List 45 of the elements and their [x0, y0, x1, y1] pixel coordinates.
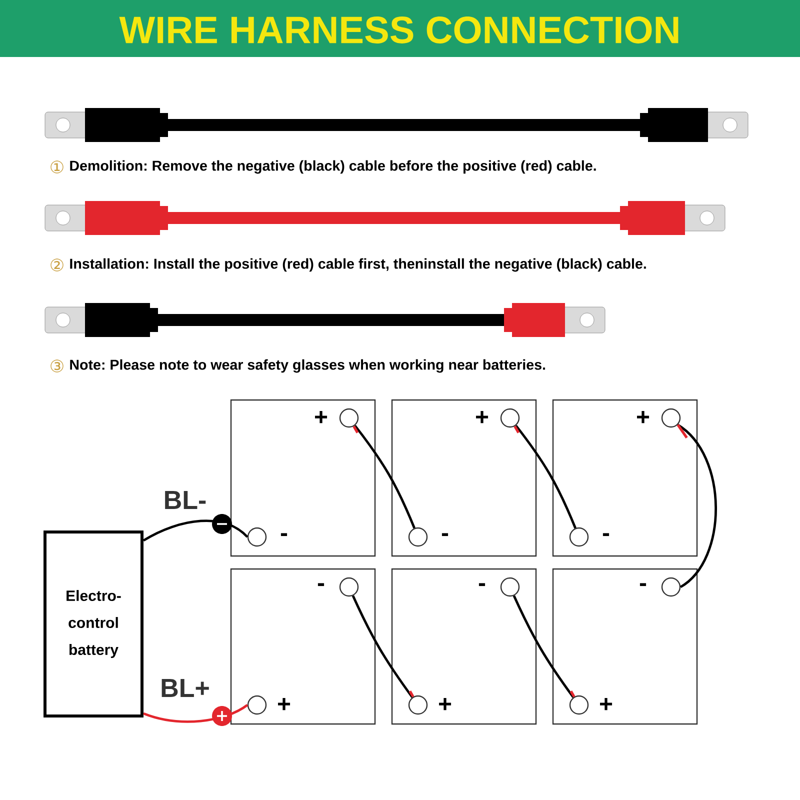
polarity-sign: - [442, 533, 448, 536]
battery-box [391, 568, 537, 725]
edge-label: BL+ [162, 679, 209, 697]
wire [512, 595, 576, 698]
polarity-sign: - [640, 583, 646, 586]
wire [352, 424, 416, 529]
battery-box [230, 399, 376, 557]
terminal [339, 408, 359, 428]
instruction-text: Note: Please note to wear safety glasses when working near batteries. [70, 359, 546, 373]
polarity-sign: + [315, 410, 328, 424]
terminal [247, 527, 267, 547]
instruction-text: Installation: Install the positive (red) cable first, theninstall the negative (black) cable. [70, 258, 646, 272]
instruction-text: Demolition: Remove the negative (black) cable before the positive (red) cable. [70, 160, 596, 174]
battery-box [391, 399, 537, 557]
terminal [339, 577, 359, 597]
wire [514, 424, 576, 529]
battery-box [552, 568, 698, 725]
polarity-sign: + [476, 410, 488, 424]
polarity-sign: + [600, 698, 612, 710]
terminal [247, 695, 267, 715]
terminal [500, 408, 520, 428]
step-number: ① [50, 160, 64, 174]
battery-box [552, 399, 698, 557]
title: WIRE HARNESS CONNECTION [119, 16, 678, 44]
polarity-sign: - [478, 583, 486, 586]
step-number: ② [50, 258, 64, 272]
terminal [408, 695, 428, 715]
polarity-sign: + [439, 698, 452, 710]
edge-label: BL- [165, 491, 206, 509]
terminal [569, 527, 589, 547]
step-number: ③ [50, 360, 64, 372]
polarity-sign: + [637, 410, 650, 424]
polarity-sign: + [278, 698, 290, 710]
terminal [661, 408, 681, 428]
battery-box [230, 568, 376, 725]
wire [676, 424, 717, 588]
terminal [661, 577, 681, 597]
terminal [408, 527, 428, 547]
polarity-sign: - [280, 533, 288, 536]
controller-box: Electro-control battery [44, 530, 144, 718]
wire [352, 595, 414, 698]
terminal [569, 695, 589, 715]
polarity-sign: - [602, 533, 610, 536]
terminal [500, 577, 520, 597]
polarity-sign: - [318, 583, 324, 586]
